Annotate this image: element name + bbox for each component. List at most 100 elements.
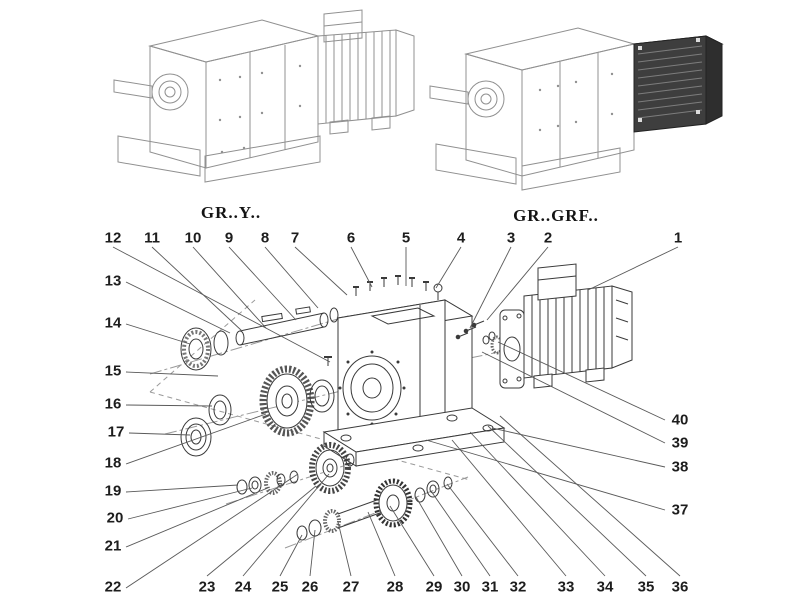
fan-cover [611,285,633,369]
callout-number-32: 32 [509,578,527,596]
shaft-boss [151,73,189,111]
gearbox-front-face [521,43,635,177]
callout-number-9: 9 [224,229,234,247]
motor [499,263,633,389]
callout-number-26: 26 [301,578,319,596]
leader-line-12 [112,246,331,363]
motor-fins [325,30,391,124]
callout-number-24: 24 [234,578,252,596]
bolt [455,332,469,340]
leader-line-32 [446,483,519,577]
washer [296,525,308,541]
gearbox-front-face [205,35,319,169]
leader-line-20 [127,487,253,520]
callout-number-6: 6 [346,229,356,247]
callout-number-2: 2 [543,229,553,247]
spacer-ring [414,487,426,503]
callout-number-3: 3 [506,229,516,247]
leader-line-6 [350,246,373,288]
leader-line-1 [587,246,679,291]
callout-number-23: 23 [198,578,216,596]
callout-number-8: 8 [260,229,270,247]
callout-number-40: 40 [671,411,689,429]
output-shaft [429,85,469,105]
shaft-boss [467,80,505,118]
leader-line-39 [481,351,666,444]
bolt [353,286,359,296]
leader-line-36 [499,415,681,577]
leader-line-9 [228,246,297,321]
foot-left [117,135,201,177]
leader-line-28 [367,511,396,577]
bolt-dots [538,72,614,132]
bolt [463,326,477,334]
leader-line-24 [242,473,330,577]
foot-right [521,147,621,191]
callout-number-27: 27 [342,578,360,596]
bearing [426,480,440,498]
spacer-ring [329,307,339,323]
pinion [264,471,282,495]
leader-line-23 [206,485,317,577]
callout-number-12: 12 [104,229,122,247]
leader-line-34 [469,431,606,577]
callout-number-5: 5 [401,229,411,247]
leader-line-22 [125,473,299,589]
callout-number-21: 21 [104,537,122,555]
motor-end-cap [395,29,415,117]
spacer-ring [443,476,453,490]
callout-number-11: 11 [144,229,160,247]
leader-line-16 [125,404,213,407]
bearing [180,417,212,457]
leader-line-25 [279,534,303,577]
leader-line-21 [125,486,271,548]
callout-number-7: 7 [290,229,300,247]
bolt [381,277,387,287]
bolt [395,275,401,285]
leader-line-37 [425,439,666,511]
assembled-view-gr-y [113,9,415,183]
breather-plug [324,356,332,366]
callout-number-37: 37 [671,501,689,519]
callout-number-36: 36 [671,578,689,596]
spacer-ring [289,470,299,484]
callout-number-31: 31 [481,578,499,596]
leader-line-11 [151,246,243,332]
callout-number-16: 16 [104,395,122,413]
housing [322,299,506,467]
leader-line-19 [125,484,239,493]
leader-line-35 [487,425,647,577]
gear-medium [309,442,351,494]
intermediate-gear-parts [180,365,335,457]
shaft-key [261,312,283,323]
terminal-box [323,9,363,43]
bearing [309,379,335,413]
leader-line-13 [125,281,231,334]
foot-left [435,143,517,185]
cover-block [632,35,724,133]
output-bore [342,355,402,421]
leader-line-18 [125,413,267,465]
input-shaft-parts [180,306,339,371]
oil-seal [180,327,212,371]
callout-number-10: 10 [184,229,202,247]
low-speed-gear-parts [236,442,355,495]
input-shaft [235,306,329,346]
gear-output [373,478,413,528]
output-shaft [113,79,153,99]
callout-number-22: 22 [104,578,122,596]
callout-number-13: 13 [104,272,122,290]
shaft-key [295,306,311,315]
leader-line-33 [451,439,567,577]
callout-number-25: 25 [271,578,289,596]
inspection-cover [370,307,436,325]
bolt [423,281,429,291]
leader-line-7 [294,246,348,296]
leader-line-3 [469,246,512,329]
leader-line-14 [125,323,191,345]
callout-number-34: 34 [596,578,614,596]
callout-number-29: 29 [425,578,443,596]
callout-number-15: 15 [104,362,122,380]
